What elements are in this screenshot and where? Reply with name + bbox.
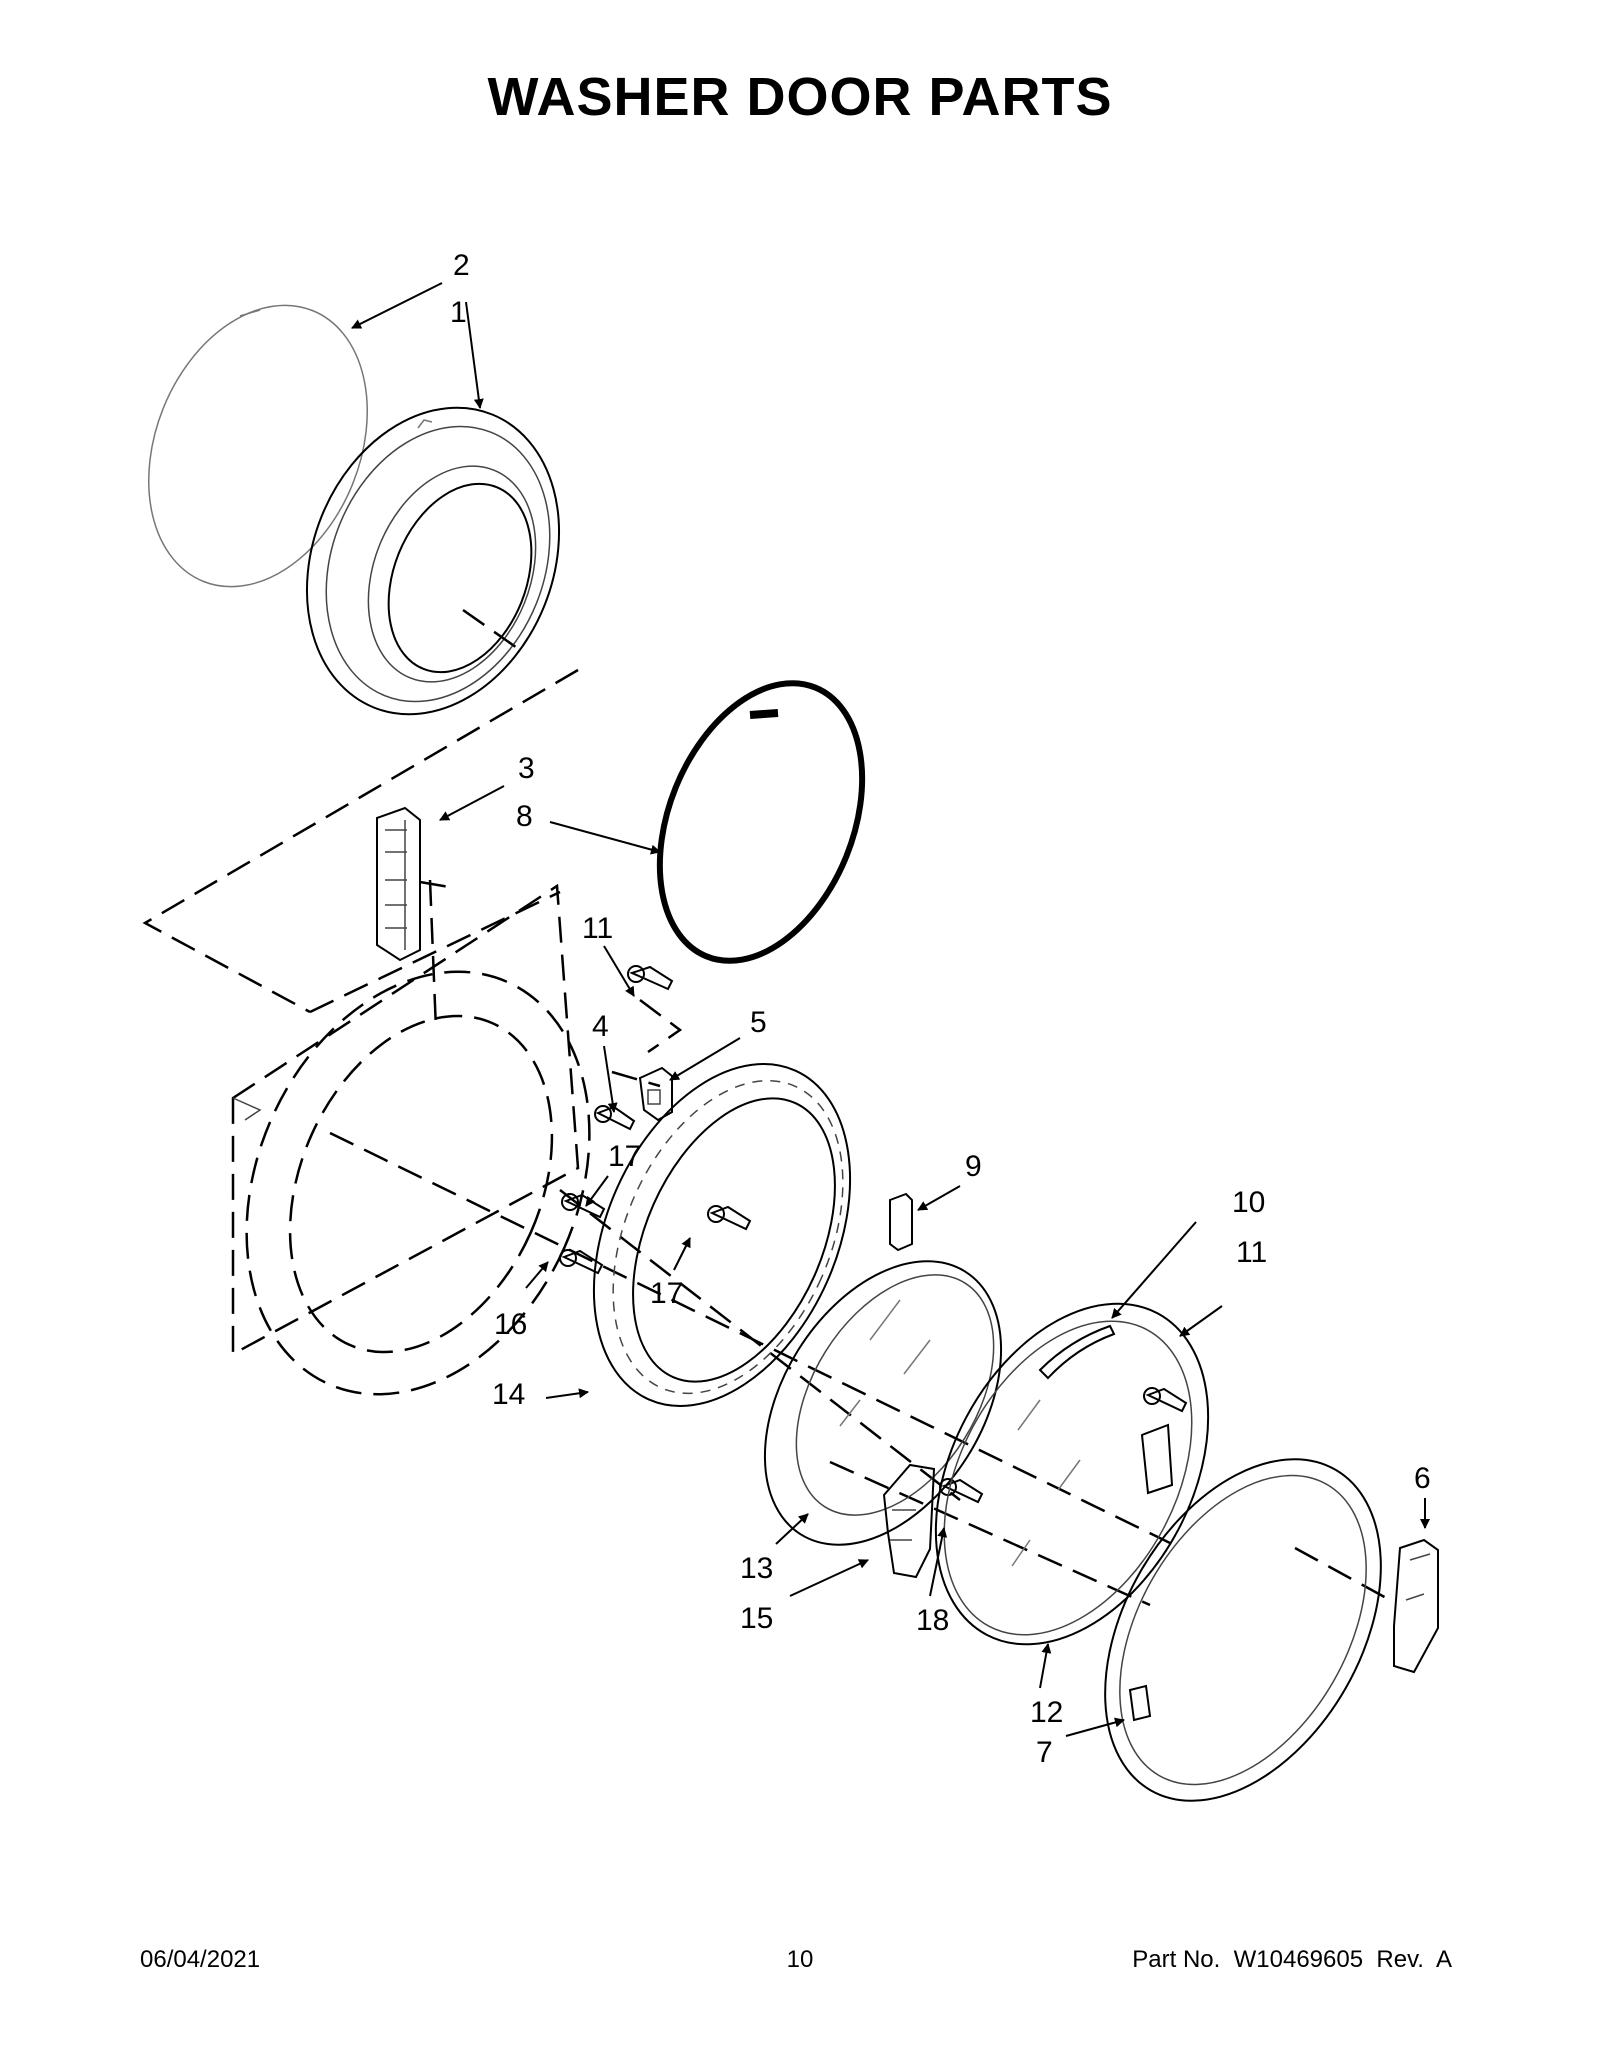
- callout-numbers: 2 1 3 8 11 4 5 9 10 11 17 17 16 14 13 15…: [450, 249, 1431, 1769]
- part-1-door-boot: [305, 406, 561, 716]
- leader-arrows: [351, 282, 1430, 1737]
- footer-part-number: Part No. W10469605 Rev. A: [1132, 1946, 1452, 1973]
- callout-4: 4: [592, 1010, 609, 1043]
- front-panel: [231, 883, 591, 1396]
- part-11-screw-upper: [627, 965, 674, 991]
- alignment-lines: [142, 608, 1391, 1607]
- part-3-door-lock: [376, 806, 421, 962]
- part-17-screw-left: [561, 1193, 606, 1219]
- callout-10: 10: [1232, 1186, 1265, 1219]
- callout-1: 1: [450, 296, 467, 329]
- part-11-screw-right: [1143, 1387, 1188, 1413]
- callout-12: 12: [1030, 1696, 1063, 1729]
- callout-3: 3: [518, 752, 535, 785]
- callout-5: 5: [750, 1006, 767, 1039]
- callout-17-left: 17: [608, 1140, 641, 1173]
- part-10-hinge-pin: [1038, 1324, 1116, 1380]
- part-5-strike-bracket: [638, 1066, 673, 1122]
- part-13-door-glass: [763, 1260, 1003, 1546]
- callout-17-right: 17: [650, 1277, 683, 1310]
- part-9-clip: [889, 1192, 913, 1252]
- part-8-door-gasket: [656, 680, 866, 964]
- part-12-outer-door: [934, 1302, 1210, 1646]
- part-15-door-hinge: [882, 1463, 936, 1579]
- part-17-screw-right: [707, 1205, 752, 1231]
- footer-date: 06/04/2021: [140, 1946, 261, 1973]
- callout-6: 6: [1414, 1462, 1431, 1495]
- part-2-outer-seal: [148, 304, 368, 588]
- callout-18: 18: [916, 1604, 949, 1637]
- callout-9: 9: [965, 1150, 982, 1183]
- footer-page-number: 10: [786, 1946, 814, 1973]
- callout-15: 15: [740, 1602, 773, 1635]
- callout-7: 7: [1036, 1736, 1053, 1769]
- part-6-door-handle: [1393, 1538, 1439, 1674]
- callout-16: 16: [494, 1308, 527, 1341]
- callout-13: 13: [740, 1552, 773, 1585]
- callout-11-right: 11: [1236, 1236, 1267, 1269]
- callout-14: 14: [492, 1378, 525, 1411]
- part-16-screw: [559, 1249, 604, 1275]
- part-14-inner-door-frame: [592, 1063, 852, 1407]
- callout-11-upper: 11: [582, 912, 613, 945]
- part-18-screw: [939, 1478, 984, 1504]
- callout-2: 2: [453, 249, 470, 282]
- part-7-door-trim-ring: [1104, 1458, 1382, 1802]
- page-title: WASHER DOOR PARTS: [487, 67, 1113, 127]
- callout-8: 8: [516, 800, 533, 833]
